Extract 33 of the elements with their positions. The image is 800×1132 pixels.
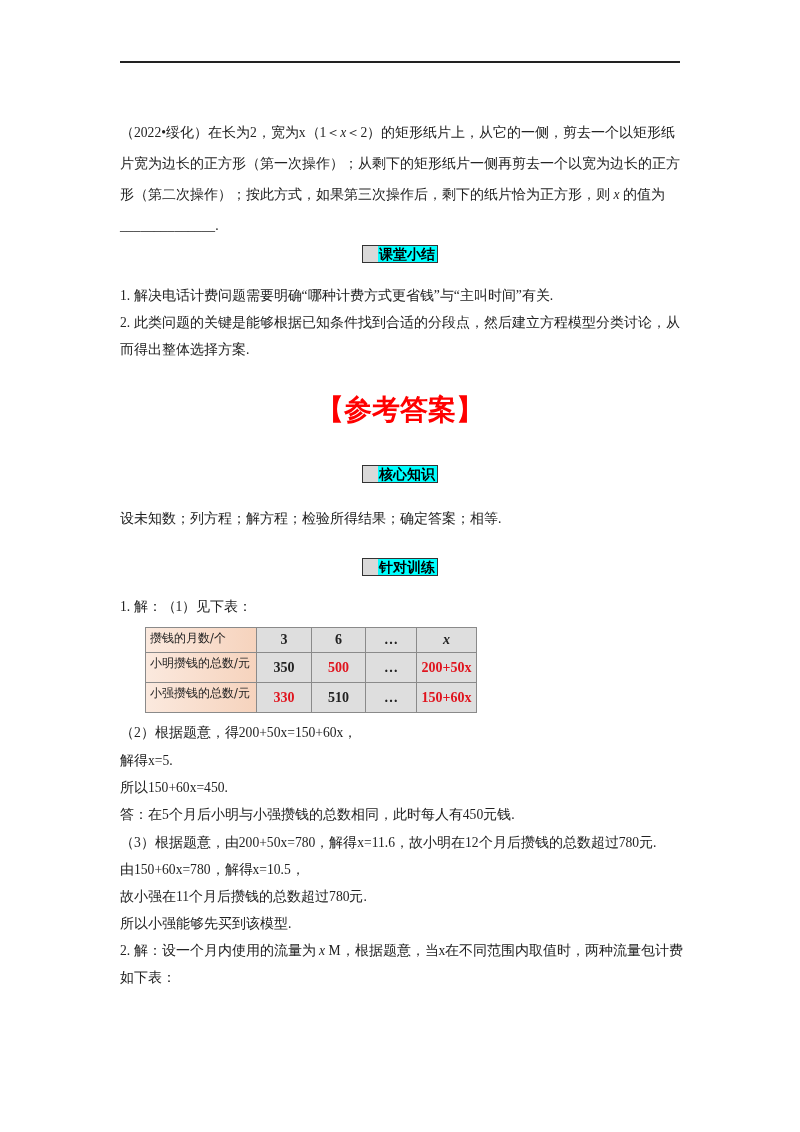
table-cell: 500 — [311, 652, 366, 683]
table-cell: 150+60x — [416, 682, 477, 713]
paragraph: 1. 解决电话计费问题需要明确“哪种计费方式更省钱”与“主叫时间”有关. — [120, 287, 555, 305]
paragraph: 1. 解：（1）见下表： — [120, 598, 254, 616]
table-cell: 小明攒钱的总数/元 — [145, 652, 257, 683]
paragraph: 所以小强能够先买到该模型. — [120, 915, 293, 933]
paragraph: （2022•绥化）在长为2，宽为x（1＜x＜2）的矩形纸片上，从它的一侧，剪去一个以矩形纸片宽为边长的正方形（第一次操作）；从剩下的矩形纸片一侧再剪去一个以宽为边长的正方形（第二次操作）；按此方式，如果第三次操作后，剩下的纸片恰为正方形，则 x 的值为______________. — [120, 124, 681, 235]
table-cell: 510 — [311, 682, 366, 713]
section-heading: 【参考答案】 — [315, 392, 485, 428]
table-cell: … — [365, 682, 417, 713]
table-cell: 350 — [256, 652, 312, 683]
paragraph: 设未知数；列方程；解方程；检验所得结果；确定答案；相等. — [120, 510, 503, 528]
table-cell: x — [416, 627, 477, 653]
table-cell: 3 — [256, 627, 312, 653]
table-cell: … — [365, 627, 417, 653]
table-cell: … — [365, 652, 417, 683]
paragraph: （3）根据题意，由200+50x=780，解得x=11.6，故小明在12个月后攒钱的总数超过780元. — [120, 834, 658, 852]
paragraph: 答：在5个月后小明与小强攒钱的总数相同，此时每人有450元钱. — [120, 806, 516, 824]
paragraph: 2. 此类问题的关键是能够根据已知条件找到合适的分段点，然后建立方程模型分类讨论，从而得出整体选择方案. — [120, 314, 681, 359]
paragraph: 故小强在11个月后攒钱的总数超过780元. — [120, 888, 368, 906]
table-cell: 小强攒钱的总数/元 — [145, 682, 257, 713]
paragraph: 2. 解：设一个月内使用的流量为 x M，根据题意，当x在不同范围内取值时，两种流量包计费如下表： — [120, 942, 685, 987]
section-badge: 针对训练 — [362, 558, 438, 576]
paragraph: 解得x=5. — [120, 752, 174, 770]
paragraph: 所以150+60x=450. — [120, 779, 229, 797]
table-cell: 200+50x — [416, 652, 477, 683]
table-cell: 攒钱的月数/个 — [145, 627, 257, 653]
paragraph: （2）根据题意，得200+50x=150+60x， — [120, 724, 359, 742]
paragraph: 由150+60x=780，解得x=10.5， — [120, 861, 306, 879]
section-badge: 核心知识 — [362, 465, 438, 483]
table-cell: 6 — [311, 627, 366, 653]
table-cell: 330 — [256, 682, 312, 713]
section-badge: 课堂小结 — [362, 245, 438, 263]
